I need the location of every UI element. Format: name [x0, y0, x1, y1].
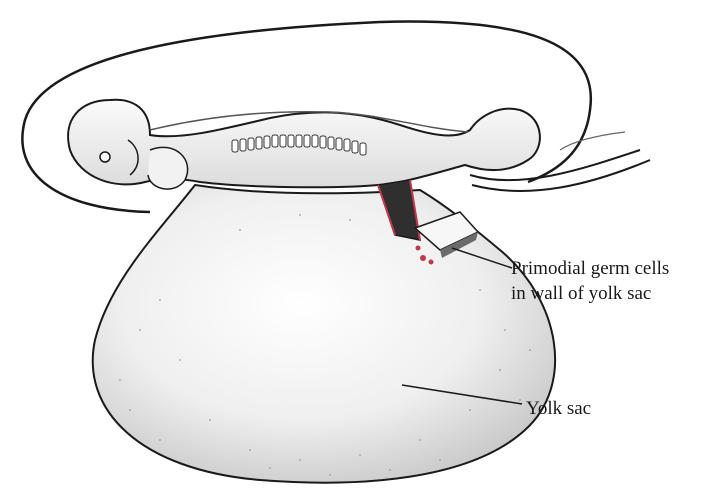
yolk-sac-shape — [93, 185, 555, 483]
yolk-sac-label: Yolk sac — [526, 396, 591, 421]
allantois — [560, 132, 625, 150]
germ-cells-label: Primodial germ cells in wall of yolk sac — [511, 256, 669, 306]
germ-cells-label-line2: in wall of yolk sac — [511, 281, 669, 306]
germ-cells-label-line1: Primodial germ cells — [511, 256, 669, 281]
optic-vesicle — [100, 152, 110, 162]
